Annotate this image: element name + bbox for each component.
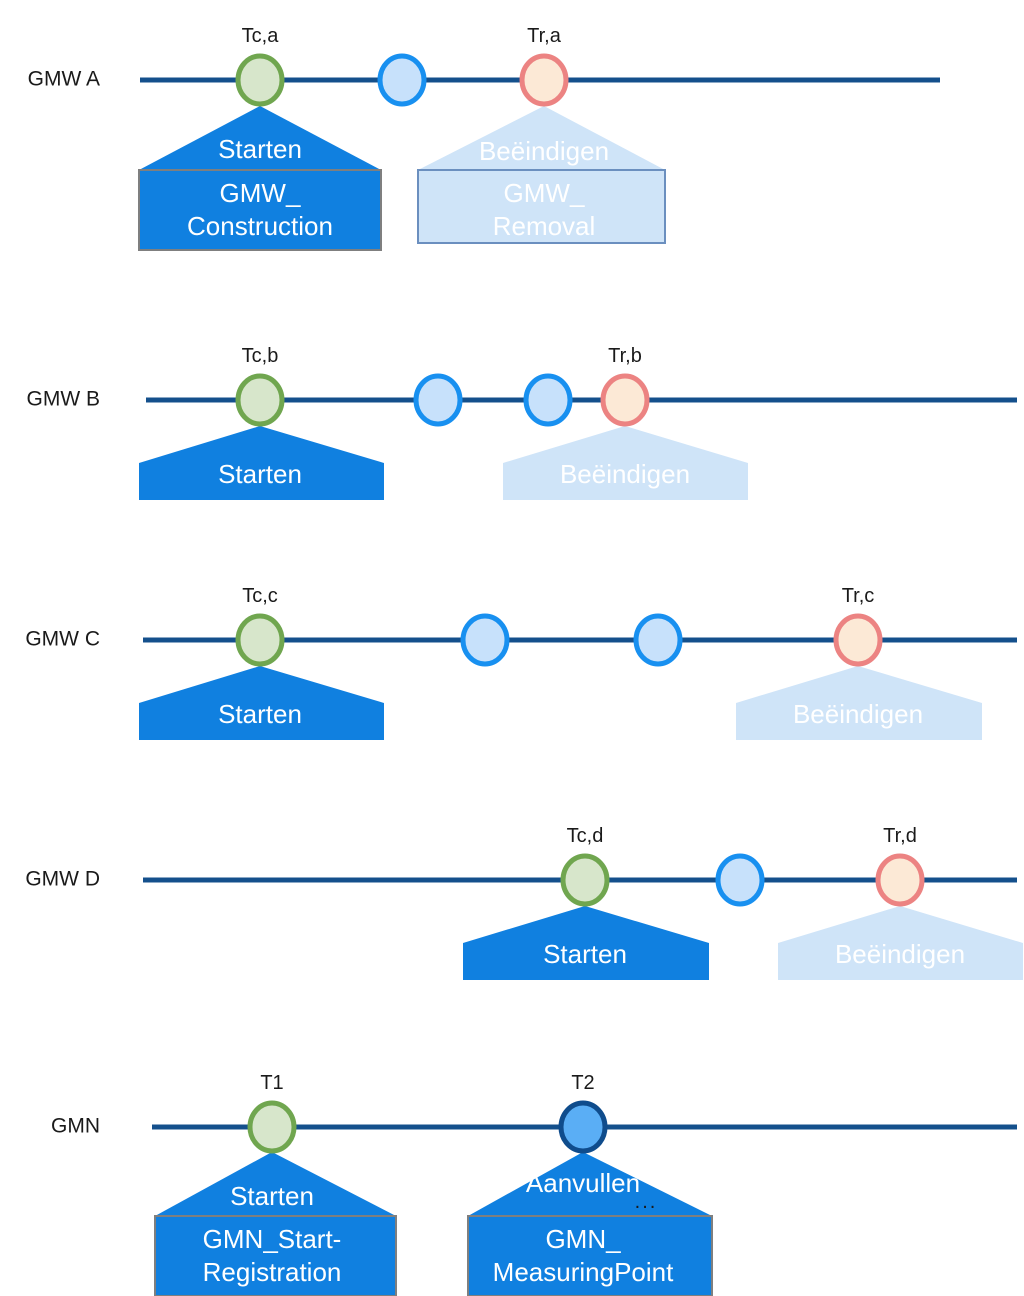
row-label-gmn: GMN [51,1115,100,1138]
shape-starten-b-pentagon [139,426,384,500]
shape-starten-c-pentagon [139,666,384,740]
marker-tc-b-circle[interactable] [235,373,285,427]
marker-t1[interactable]: T1 [247,1072,297,1154]
marker-tr-d[interactable]: Tr,d [875,825,925,907]
shape-gmw-removal-object-box [417,169,666,244]
marker-t1-time-label: T1 [260,1072,283,1094]
shape-starten-c-event-label: Starten [218,699,302,729]
shape-gmw-construction-object-box [138,169,382,251]
marker-mid-a1-circle[interactable] [377,53,427,107]
row-label-gmw-b: GMW B [27,388,101,411]
shape-gmn-start-registration-object-line: Registration [203,1257,342,1287]
timeline-row-gmw-a: GMW AStartenGMW_ConstructionBeëindigenGM… [28,25,940,251]
shape-gmw-construction-object-line: Construction [187,211,333,241]
shape-gmn-measuringpoint-event-label: Aanvullen [526,1168,640,1198]
shape-gmw-construction-event-label: Starten [218,134,302,164]
marker-tc-a-time-label: Tc,a [242,25,280,47]
marker-t1-circle[interactable] [247,1100,297,1154]
marker-tc-b-time-label: Tc,b [242,345,279,367]
shape-starten-b-event-label: Starten [218,459,302,489]
marker-mid-b2[interactable] [523,373,573,427]
marker-mid-d1[interactable] [715,853,765,907]
timeline-row-gmw-b: GMW B Starten Beëindigen Tc,b Tr,b [27,345,1017,500]
marker-tr-c-time-label: Tr,c [842,585,875,607]
shape-gmn-start-registration-object-box [154,1215,397,1296]
marker-t2[interactable]: T2 [558,1072,608,1154]
marker-tr-d-time-label: Tr,d [883,825,917,847]
shape-starten-d-pentagon [463,906,709,980]
shape-starten-d-event-label: Starten [543,939,627,969]
marker-mid-a1[interactable] [377,53,427,107]
marker-tc-b[interactable]: Tc,b [235,345,285,427]
marker-mid-c2-circle[interactable] [633,613,683,667]
marker-mid-d1-circle[interactable] [715,853,765,907]
shape-beeindigen-c-event-label: Beëindigen [793,699,923,729]
marker-tr-b-circle[interactable] [600,373,650,427]
marker-tc-a-circle[interactable] [235,53,285,107]
shape-starten-d: Starten [463,906,709,980]
marker-mid-c1-circle[interactable] [460,613,510,667]
shape-beeindigen-d-pentagon [778,906,1023,980]
shape-gmn-measuringpoint-object-line: GMN_ [545,1224,621,1254]
marker-mid-b1-circle[interactable] [413,373,463,427]
shape-beeindigen-b-event-label: Beëindigen [560,459,690,489]
shape-gmn-measuringpoint-ellipsis: ... [635,1191,658,1213]
shape-gmn-measuringpoint-object-box [467,1215,713,1296]
row-label-gmw-d: GMW D [25,868,100,891]
marker-tr-c-circle[interactable] [833,613,883,667]
shape-gmn-start-registration-event-label: Starten [230,1181,314,1211]
shape-gmw-removal-event-label: Beëindigen [479,136,609,166]
row-label-gmw-a: GMW A [28,68,100,91]
marker-tc-c-circle[interactable] [235,613,285,667]
marker-mid-b2-circle[interactable] [523,373,573,427]
shape-beeindigen-c-pentagon [736,666,982,740]
shape-gmn-measuringpoint: Aanvullen... GMN_MeasuringPoint [467,1152,713,1296]
marker-tr-a[interactable]: Tr,a [519,25,569,107]
marker-tc-c[interactable]: Tc,c [235,585,285,667]
row-label-gmw-c: GMW C [25,628,100,651]
shape-starten-c: Starten [139,666,384,740]
marker-tc-d[interactable]: Tc,d [560,825,610,907]
marker-t2-circle[interactable] [558,1100,608,1154]
marker-tc-c-time-label: Tc,c [242,585,278,607]
shape-beeindigen-d-event-label: Beëindigen [835,939,965,969]
marker-t2-time-label: T2 [571,1072,594,1094]
marker-tr-a-time-label: Tr,a [527,25,562,47]
marker-mid-c2[interactable] [633,613,683,667]
marker-tc-a[interactable]: Tc,a [235,25,285,107]
shape-gmn-measuringpoint-object-line: MeasuringPoint [493,1257,674,1287]
shape-beeindigen-c: Beëindigen [736,666,982,740]
shape-gmn-start-registration-object-line: GMN_Start- [203,1224,342,1254]
marker-tr-c[interactable]: Tr,c [833,585,883,667]
shape-starten-b: Starten [139,426,384,500]
marker-tr-a-circle[interactable] [519,53,569,107]
shape-beeindigen-b: Beëindigen [503,426,748,500]
marker-tr-b-time-label: Tr,b [608,345,642,367]
timeline-row-gmw-d: GMW D Starten Beëindigen Tc,d Tr,d [25,825,1023,980]
shape-gmw-removal-object-line: GMW_ [504,178,585,208]
marker-tr-d-circle[interactable] [875,853,925,907]
timeline-row-gmw-c: GMW C Starten Beëindigen Tc,c Tr,c [25,585,1017,740]
shape-gmw-construction-object-line: GMW_ [220,178,301,208]
shape-gmw-removal-object-line: Removal [493,211,596,241]
shape-beeindigen-d: Beëindigen [778,906,1023,980]
marker-tc-d-time-label: Tc,d [567,825,604,847]
marker-tc-d-circle[interactable] [560,853,610,907]
shape-beeindigen-b-pentagon [503,426,748,500]
marker-mid-c1[interactable] [460,613,510,667]
marker-mid-b1[interactable] [413,373,463,427]
marker-tr-b[interactable]: Tr,b [600,345,650,427]
